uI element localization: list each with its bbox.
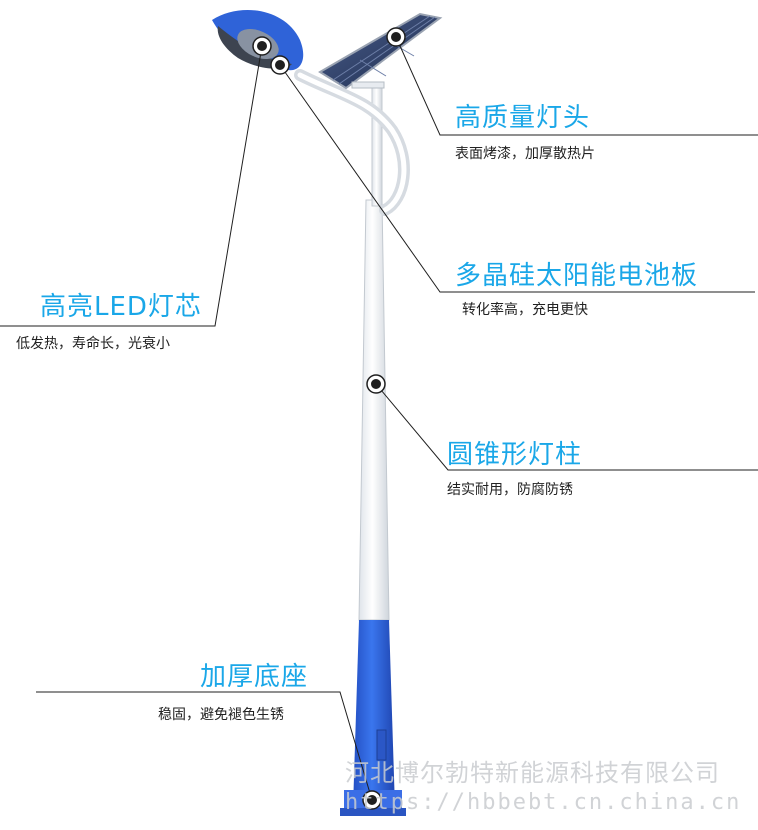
leader-line-base xyxy=(36,691,373,801)
feature-desc-pole: 结实耐用，防腐防锈 xyxy=(447,482,573,498)
marker-base xyxy=(362,790,382,810)
marker-pole xyxy=(366,374,386,394)
feature-title-lamp-head: 高质量灯头 xyxy=(455,103,591,133)
lamp-arm xyxy=(294,69,410,216)
watermark-company: 河北博尔勃特新能源科技有限公司 xyxy=(345,759,720,787)
callout-lines xyxy=(0,36,758,801)
feature-desc-base: 稳固，避免褪色生锈 xyxy=(158,707,284,723)
marker-solar-panel xyxy=(270,55,290,75)
marker-led xyxy=(252,36,272,56)
feature-title-base: 加厚底座 xyxy=(200,662,309,692)
feature-desc-led: 低发热，寿命长，光衰小 xyxy=(16,336,170,352)
solar-panel xyxy=(318,12,443,90)
feature-title-solar-panel: 多晶硅太阳能电池板 xyxy=(455,261,699,291)
marker-lamp-head xyxy=(386,27,406,47)
callout-markers xyxy=(252,27,406,810)
leader-line-lamp-head xyxy=(395,36,758,136)
leader-line-pole xyxy=(375,383,758,471)
feature-desc-solar-panel: 转化率高，充电更快 xyxy=(462,302,588,318)
leader-line-solar-panel xyxy=(279,64,755,293)
feature-desc-lamp-head: 表面烤漆，加厚散热片 xyxy=(455,146,595,162)
leader-line-led xyxy=(0,45,263,327)
watermark-url: https://hbbebt.cn.china.cn xyxy=(345,790,742,815)
feature-title-pole: 圆锥形灯柱 xyxy=(447,440,583,470)
feature-title-led: 高亮LED灯芯 xyxy=(40,292,202,322)
conical-pole xyxy=(353,85,395,808)
